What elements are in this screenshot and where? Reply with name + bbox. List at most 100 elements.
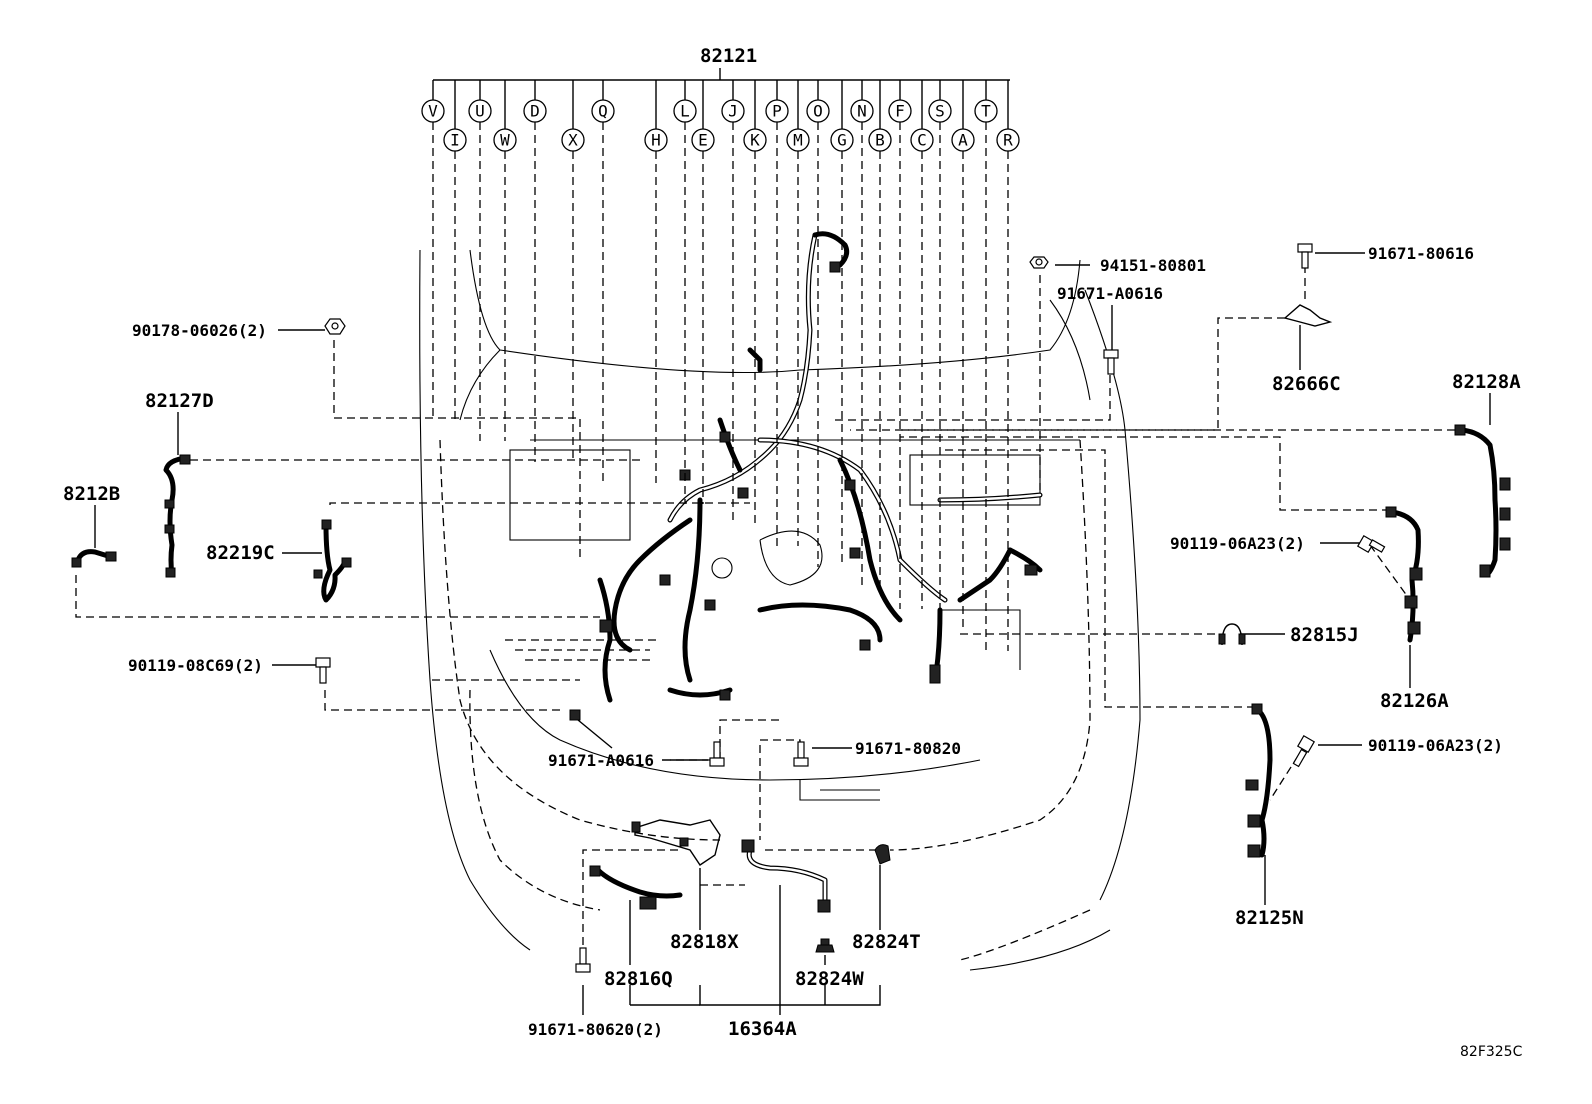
label-91671-A0616-bottom: 91671-A0616: [548, 751, 654, 770]
label-90119-06A23-b: 90119-06A23(2): [1368, 736, 1503, 755]
label-91671-80620: 91671-80620(2): [528, 1020, 663, 1039]
callout-letter: N: [857, 102, 867, 121]
bracket-82818X-icon: [631, 819, 721, 866]
callout-letter: P: [772, 102, 782, 121]
callout-letter: S: [935, 102, 945, 121]
callout-letter: F: [895, 102, 905, 121]
callout-L: L: [673, 80, 697, 504]
callout-letter: V: [428, 102, 438, 121]
label-82824T: 82824T: [852, 931, 921, 953]
clip-82815J-icon: [1218, 623, 1246, 646]
vehicle-outline: [419, 249, 1141, 971]
part-labels: 94151-80801 91671-80616 91671-A0616 9017…: [63, 244, 1523, 1060]
harness-82128A-icon: [1454, 424, 1511, 578]
callout-M: M: [786, 80, 810, 546]
label-90119-06A23-a: 90119-06A23(2): [1170, 534, 1305, 553]
bolt-94151-icon: [1029, 256, 1049, 269]
callout-C: C: [910, 80, 934, 609]
main-harness-82121: [569, 231, 1043, 721]
callout-I: I: [443, 80, 467, 420]
label-90119-08C69: 90119-08C69(2): [128, 656, 263, 675]
callout-letter: H: [651, 131, 661, 150]
callout-letter: X: [568, 131, 578, 150]
figure-reference: 82F325C: [1460, 1044, 1523, 1060]
callout-O: O: [806, 80, 830, 567]
part-shapes: [71, 243, 1511, 973]
callout-letter: R: [1003, 131, 1013, 150]
label-82816Q: 82816Q: [604, 968, 673, 990]
callout-P: P: [765, 80, 789, 546]
callout-J: J: [721, 80, 745, 525]
callout-letter: O: [813, 102, 823, 121]
callout-letters: V U D Q L J P O N F S T I W X H E K M G B C A R: [421, 80, 1020, 651]
callout-letter: B: [875, 131, 885, 150]
label-90178-06026: 90178-06026(2): [132, 321, 267, 340]
callout-X: X: [561, 80, 585, 462]
cap-82824T-icon: [874, 844, 891, 865]
harness-16364A-icon: [741, 839, 831, 913]
bolt-91671-a0616-top-icon: [1103, 349, 1119, 375]
label-91671-A0616-top: 91671-A0616: [1057, 284, 1163, 303]
callout-D: D: [523, 80, 547, 462]
label-82126A: 82126A: [1380, 690, 1449, 712]
nut-90178-icon: [324, 318, 346, 335]
label-16364A: 16364A: [728, 1018, 797, 1040]
callout-letter: D: [530, 102, 540, 121]
callout-V: V: [421, 80, 445, 420]
bolt-90119-06A23-a-icon: [1356, 534, 1386, 554]
callout-letter: C: [917, 131, 927, 150]
label-82121: 82121: [700, 45, 757, 67]
callout-W: W: [493, 80, 517, 441]
label-8212B: 8212B: [63, 483, 120, 505]
callout-T: T: [974, 80, 998, 651]
callout-N: N: [850, 80, 874, 588]
callout-K: K: [743, 80, 767, 525]
callout-letter: U: [475, 102, 485, 121]
callout-G: G: [830, 80, 854, 567]
harness-8212B-icon: [71, 549, 117, 568]
label-82824W: 82824W: [795, 968, 864, 990]
label-82818X: 82818X: [670, 931, 739, 953]
callout-H: H: [644, 80, 668, 483]
callout-letter: T: [981, 102, 991, 121]
callout-F: F: [888, 80, 912, 609]
callout-S: S: [928, 80, 952, 630]
callout-R: R: [996, 80, 1020, 651]
bolt-91671-top-icon: [1297, 243, 1313, 269]
clip-82824W-icon: [815, 938, 835, 953]
label-91671-80616: 91671-80616: [1368, 244, 1474, 263]
label-82125N: 82125N: [1235, 907, 1304, 929]
harness-82125N-icon: [1245, 703, 1273, 858]
bolt-91671-80820-icon: [793, 741, 809, 767]
callout-B: B: [868, 80, 892, 588]
label-82219C: 82219C: [206, 542, 275, 564]
callout-letter: I: [450, 131, 460, 150]
callout-U: U: [468, 80, 492, 441]
bolt-90119-06A23-b-icon: [1292, 734, 1316, 768]
callout-A: A: [951, 80, 975, 630]
callout-letter: L: [680, 102, 690, 121]
callout-letter: G: [837, 131, 847, 150]
callout-letter: Q: [598, 102, 608, 121]
callout-letter: M: [793, 131, 803, 150]
callout-Q: Q: [591, 80, 615, 483]
callout-E: E: [691, 80, 715, 504]
label-91671-80820: 91671-80820: [855, 739, 961, 758]
callout-letter: J: [728, 102, 738, 121]
harness-82126A-icon: [1385, 506, 1423, 643]
bolt-90119-08C69-icon: [315, 657, 331, 684]
label-82128A: 82128A: [1452, 371, 1521, 393]
bolt-91671-80620-icon: [575, 947, 591, 973]
callout-letter: K: [750, 131, 760, 150]
harness-82127D-icon: [163, 454, 191, 578]
leader-lines: [75, 265, 1455, 945]
callout-letter: W: [500, 131, 510, 150]
label-82127D: 82127D: [145, 390, 214, 412]
label-leaders: [94, 252, 1491, 1015]
harness-82219C-icon: [313, 519, 352, 603]
bracket-82666C-icon: [1283, 304, 1333, 327]
label-94151-80801: 94151-80801: [1100, 256, 1206, 275]
label-82666C: 82666C: [1272, 373, 1341, 395]
bolt-91671-a0616-bottom-icon: [709, 741, 725, 767]
